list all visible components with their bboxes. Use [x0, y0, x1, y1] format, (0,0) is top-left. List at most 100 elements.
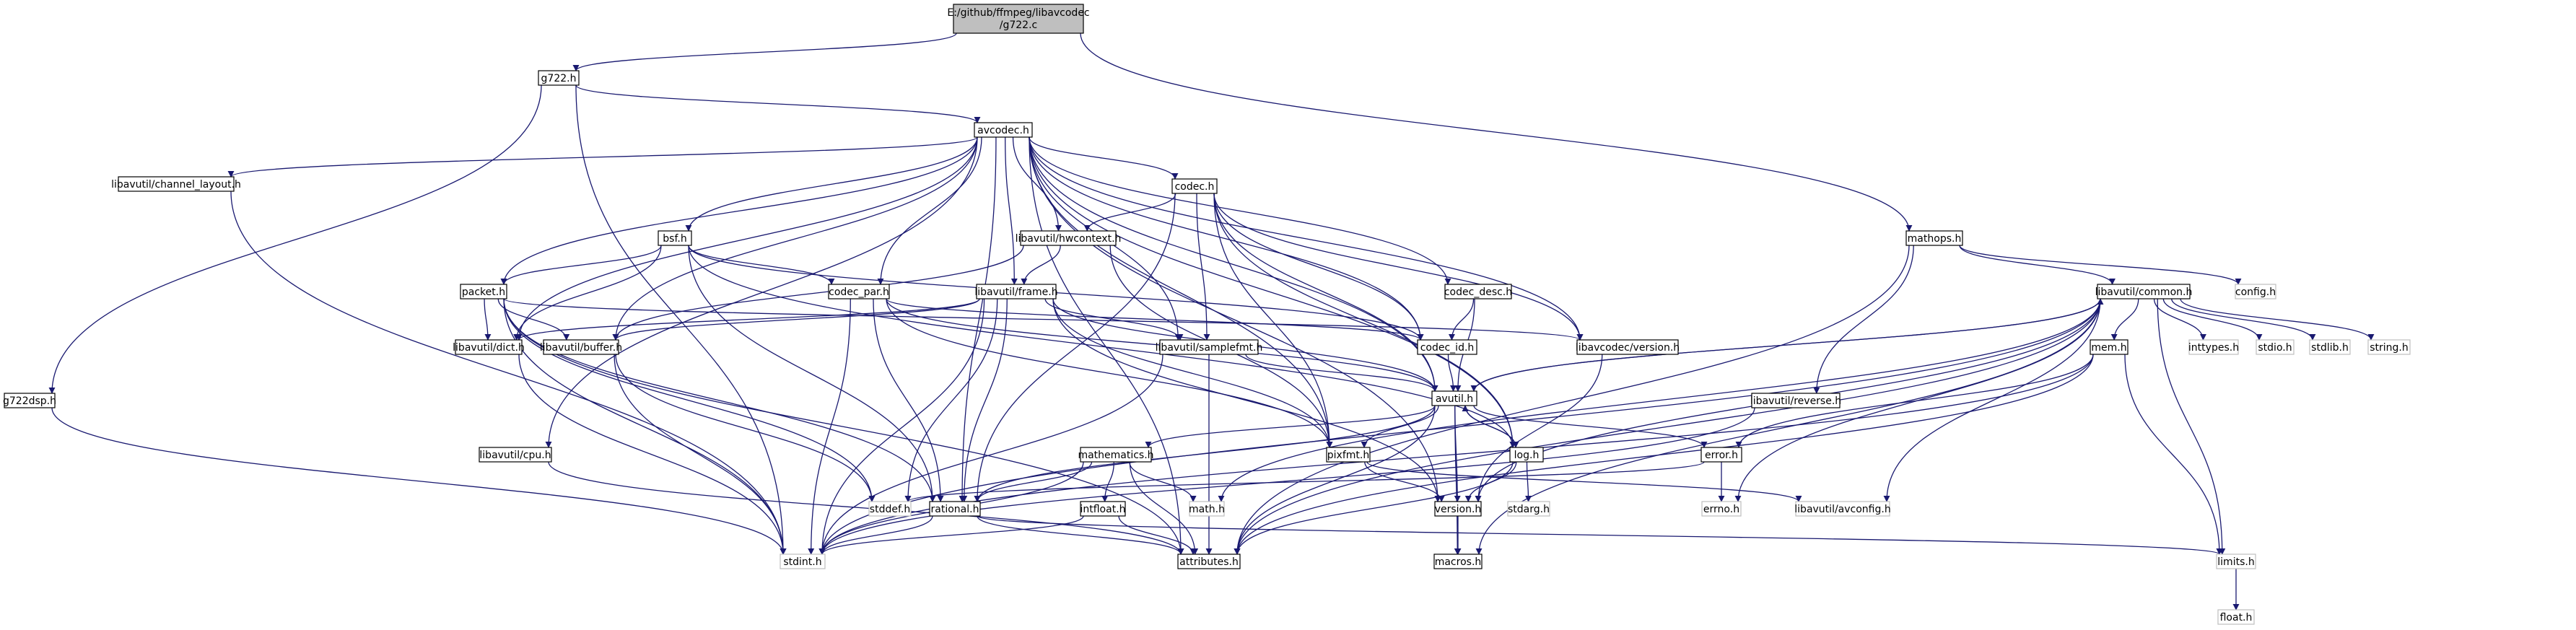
node-bsf-h[interactable]: bsf.h	[658, 230, 692, 246]
edge-codec_desc_h-to-codec_id_h	[1448, 298, 1475, 341]
edge-line	[1083, 193, 1176, 232]
edge-line	[1524, 461, 1532, 502]
node-stdarg-h: stdarg.h	[1507, 501, 1550, 517]
edge-bsf_h-to-codec_par_h	[688, 245, 835, 285]
edge-frame_h-to-samplefmt_h	[1044, 298, 1184, 341]
node-mathematics-h[interactable]: mathematics.h	[1078, 447, 1154, 463]
node-common-h[interactable]: libavutil/common.h	[2095, 284, 2193, 299]
node-label: macros.h	[1435, 556, 1482, 568]
edge-common_h-to-math_h	[1218, 298, 2101, 502]
edge-line	[230, 191, 787, 555]
edge-codec_h-to-avutil_h	[1213, 193, 1438, 392]
node-avcodec-version-h[interactable]: libavcodec/version.h	[1576, 339, 1680, 355]
edge-mathops_h-to-reverse_h	[1813, 245, 1914, 394]
edge-avcodec_h-to-codec_id_h	[1029, 136, 1424, 341]
node-codec-id-h[interactable]: codec_id.h	[1417, 339, 1477, 355]
edge-intfloat_h-to-stdint_h	[818, 515, 1084, 555]
edge-frame_h-to-stdint_h	[818, 298, 985, 555]
node-avcodec-h[interactable]: avcodec.h	[974, 122, 1033, 138]
edge-packet_h-to-stddef_h	[503, 298, 876, 502]
edge-line	[1218, 298, 2101, 502]
node-box	[2217, 609, 2255, 625]
edge-avutil_h-to-attributes_h	[1234, 405, 1436, 555]
node-box	[2256, 339, 2295, 355]
node-buffer-h[interactable]: libavutil/buffer.h	[540, 339, 622, 355]
node-error-h[interactable]: error.h	[1700, 447, 1742, 463]
edge-avcodec_h-to-hwcontext_h	[1012, 136, 1062, 232]
edge-line	[1129, 461, 1197, 502]
node-box	[1177, 554, 1241, 569]
edge-codec_par_h-to-rational_h	[873, 298, 944, 502]
node-packet-h[interactable]: packet.h	[460, 284, 507, 299]
node-version-h[interactable]: version.h	[1434, 501, 1482, 517]
node-config-h: config.h	[2235, 284, 2276, 299]
node-dict-h[interactable]: libavutil/dict.h	[453, 339, 525, 355]
edge-frame_h-to-version_h	[1052, 298, 1441, 502]
node-cpu-h[interactable]: libavutil/cpu.h	[479, 447, 552, 463]
edge-line	[497, 298, 570, 341]
node-hwcontext-h[interactable]: libavutil/hwcontext.h	[1016, 230, 1122, 246]
node-frame-h[interactable]: libavutil/frame.h	[974, 284, 1058, 299]
edge-common_h-to-mem_h	[2110, 298, 2139, 341]
edge-line	[2110, 298, 2139, 341]
edge-avcodec_h-to-avcodec_version_h	[1029, 136, 1584, 341]
edge-line	[1213, 193, 1584, 341]
edge-common_h-to-stdio_h	[2162, 298, 2263, 341]
node-mathops-h[interactable]: mathops.h	[1905, 230, 1963, 246]
node-box	[2235, 284, 2276, 299]
edge-line	[1021, 245, 1061, 285]
edge-line	[2180, 298, 2375, 341]
root-node[interactable]: E:/github/ffmpeg/libavcodec /g722.c	[947, 4, 1090, 34]
edge-line	[503, 298, 1584, 341]
node-g722dsp-h[interactable]: g722dsp.h	[3, 393, 56, 408]
edge-line	[977, 515, 1184, 555]
node-channel-layout-h[interactable]: libavutil/channel_layout.h	[111, 176, 241, 192]
edge-line	[2157, 298, 2226, 555]
node-codec-h[interactable]: codec.h	[1171, 178, 1218, 194]
edge-line	[484, 298, 492, 341]
edge-codec_par_h-to-codec_id_h	[886, 298, 1424, 341]
node-label: mathops.h	[1908, 233, 1962, 245]
node-intfloat-h[interactable]: intfloat.h	[1080, 501, 1126, 517]
node-mem-h[interactable]: mem.h	[2090, 339, 2129, 355]
edge-frame_h-to-buffer_h	[612, 298, 980, 341]
node-box	[2309, 339, 2351, 355]
node-box	[1020, 230, 1117, 246]
edge-line	[1462, 405, 1516, 448]
node-box	[543, 339, 619, 355]
node-label: errno.h	[1703, 504, 1739, 515]
node-reverse-h[interactable]: libavutil/reverse.h	[1750, 393, 1841, 408]
edge-line	[1361, 405, 1439, 448]
edge-avcodec_h-to-buffer_h	[612, 136, 978, 341]
node-g722-h[interactable]: g722.h	[538, 70, 580, 86]
edge-mathops_h-to-attributes_h	[1234, 245, 1910, 555]
node-samplefmt-h[interactable]: libavutil/samplefmt.h	[1156, 339, 1263, 355]
node-attributes-h[interactable]: attributes.h	[1177, 554, 1241, 569]
edge-line	[974, 461, 1093, 502]
node-box	[974, 122, 1033, 138]
edge-line	[612, 245, 1024, 341]
node-codec-desc-h[interactable]: codec_desc.h	[1444, 284, 1512, 299]
node-label: limits.h	[2217, 556, 2254, 568]
edge-mathematics_h-to-intfloat_h	[1101, 461, 1114, 502]
node-log-h[interactable]: log.h	[1509, 447, 1544, 463]
edge-line	[974, 405, 1436, 502]
edge-avcodec_h-to-bsf_h	[685, 136, 978, 232]
node-codec-par-h[interactable]: codec_par.h	[828, 284, 890, 299]
node-rational-h[interactable]: rational.h	[929, 501, 981, 517]
node-macros-h[interactable]: macros.h	[1433, 554, 1483, 569]
edge-line	[1959, 245, 2242, 285]
edge-log_h-to-avutil_h	[1462, 405, 1516, 448]
edge-samplefmt_h-to-avutil_h	[1245, 354, 1438, 392]
edge-hwcontext_h-to-frame_h	[1021, 245, 1061, 285]
edge-line	[503, 298, 936, 502]
edge-avutil_h-to-mathematics_h	[1145, 405, 1436, 448]
edge-codec_par_h-to-stdint_h	[808, 298, 851, 555]
edge-g722_h-to-g722dsp_h	[48, 84, 542, 394]
edge-avcodec_h-to-log_h	[1029, 136, 1516, 448]
edge-g722_h-to-stdint_h	[575, 84, 787, 555]
node-pixfmt-h[interactable]: pixfmt.h	[1326, 447, 1371, 463]
edge-line	[1473, 405, 1708, 448]
node-avutil-h[interactable]: avutil.h	[1431, 390, 1477, 406]
node-box	[1434, 501, 1482, 517]
